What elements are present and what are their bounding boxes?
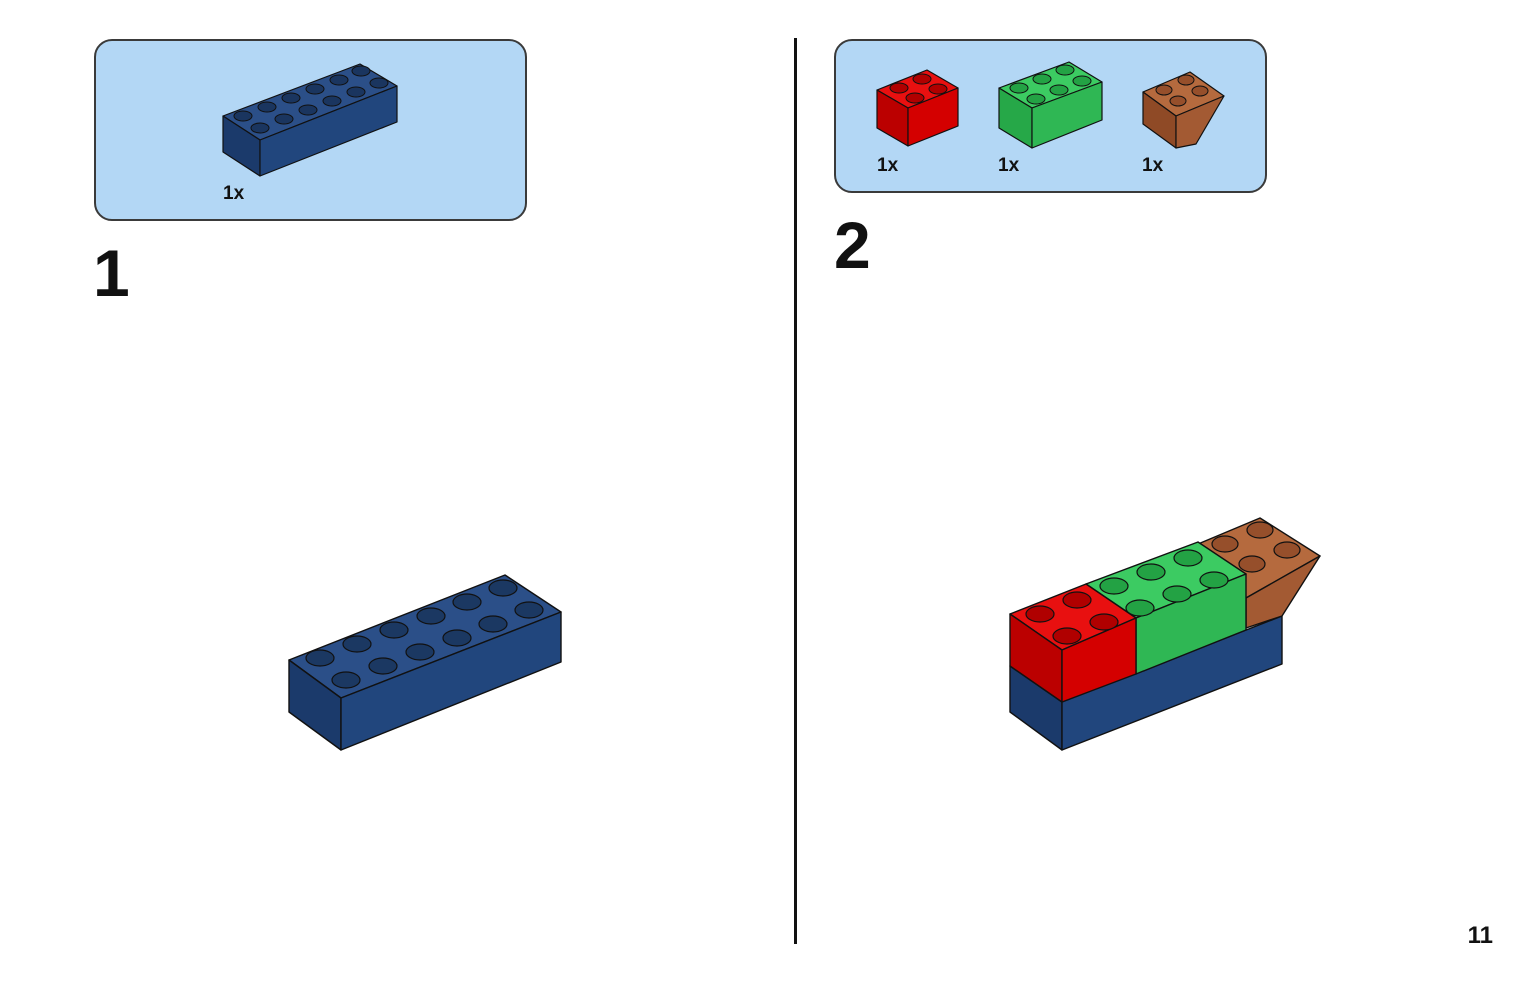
step-1-model-dark-blue-brick [288,574,562,751]
step-number: 2 [834,208,871,282]
green-brick-2x3-icon [998,61,1103,149]
part-quantity: 1x [877,155,899,176]
step-2-model-assembly [1009,517,1321,751]
brown-inverted-slope-icon [1142,71,1225,149]
page-divider [794,38,797,944]
part-quantity: 1x [223,183,245,204]
red-brick-2x2-icon [876,69,959,147]
part-quantity: 1x [1142,155,1164,176]
dark-blue-brick-2x6-icon [222,63,398,177]
part-quantity: 1x [998,155,1020,176]
page-number: 11 [1467,922,1493,949]
step-number: 1 [93,236,130,310]
